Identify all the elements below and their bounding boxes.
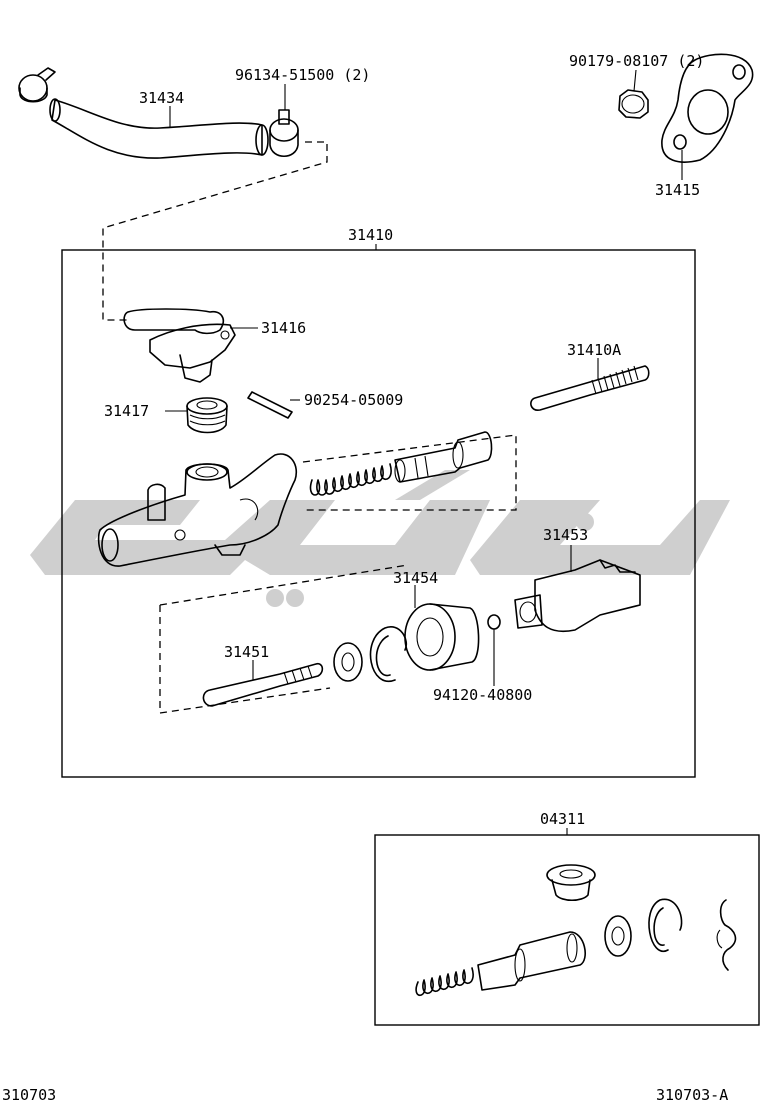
nut-90179 [618,89,649,119]
snap-ring [369,626,407,683]
kit-snap-ring [648,898,683,953]
snap-ring-94120 [487,614,501,630]
union-31416 [123,308,236,383]
push-rod-31410A [530,365,650,411]
label-31454: 31454 [393,569,438,587]
hose-31434 [49,98,269,159]
piston-31453 [514,559,641,632]
washer [333,642,363,682]
label-31451: 31451 [224,643,269,661]
label-90179-08107: 90179-08107 (2) [569,52,704,70]
leader-lines [165,69,683,686]
repair-kit-frame [374,834,760,1026]
clip-right [269,109,299,158]
kit-spring [415,967,474,997]
label-31410A: 31410A [567,341,621,359]
label-90254-05009: 90254-05009 [304,391,403,409]
label-94120-40800: 94120-40800 [433,686,532,704]
piston-spring [309,463,392,496]
label-31410: 31410 [348,226,393,244]
footer-right-code: 310703-A [656,1086,728,1104]
footer-left-code: 310703 [2,1086,56,1104]
label-31434: 31434 [139,89,184,107]
gasket-31415 [661,53,754,163]
push-rod-31451 [202,662,324,707]
lower-group-line [159,564,409,606]
label-04311: 04311 [540,810,585,828]
kit-washer [604,915,632,957]
watermark-logo [30,470,730,607]
master-cylinder-body [97,453,297,567]
label-31416: 31416 [261,319,306,337]
boot-31454 [404,603,480,671]
label-31453: 31453 [543,526,588,544]
kit-piston [477,931,586,991]
kit-plug [546,864,596,902]
piston-group-line [302,434,517,511]
label-96134-51500: 96134-51500 (2) [235,66,370,84]
assembly-frame [61,249,696,778]
clip-left [18,67,56,103]
label-31417: 31417 [104,402,149,420]
pin-90254 [247,391,293,419]
label-31415: 31415 [655,181,700,199]
hose-connector-line [102,141,328,321]
plug-31417 [186,397,228,434]
piston-assy [394,431,493,483]
kit-clip [716,899,737,971]
